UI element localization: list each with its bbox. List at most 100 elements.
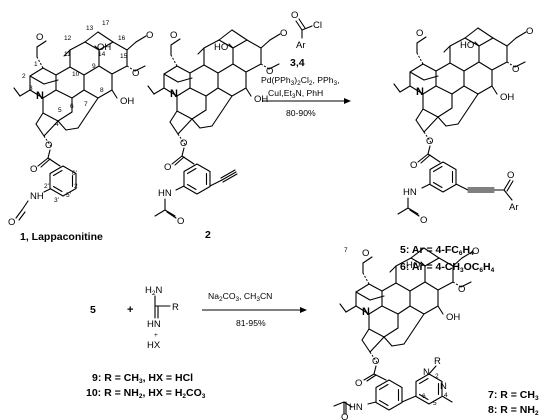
atom-o: O (426, 136, 433, 147)
atom-o: O (8, 217, 15, 228)
atom-o: O (132, 68, 139, 79)
atom-o: O (512, 64, 519, 75)
atom-ho: HO (214, 42, 228, 53)
atom-n: N (362, 306, 370, 318)
locant: 13 (86, 25, 94, 32)
locant: 5 (58, 107, 62, 114)
atom-hn: HN (403, 187, 417, 198)
compound-5-reactant-label: 5 (90, 304, 96, 316)
atom-o: O (458, 284, 465, 295)
atom-o: O (36, 32, 43, 43)
atom-o: O (526, 26, 533, 37)
reaction-1-yield: 80-90% (286, 108, 316, 118)
atom-ar: Ar (296, 40, 306, 51)
atom-hn: HN (349, 402, 363, 413)
atom-o: O (420, 215, 427, 226)
compound-8-label: 8: R = NH2 (488, 404, 539, 417)
compound-5-label: 5: Ar = 4-FC6H4 (400, 244, 474, 257)
atom-ho: HO (460, 40, 474, 51)
atom-oh: OH (97, 42, 111, 53)
compound-9-label: 9: R = CH3, HX = HCl (92, 372, 193, 385)
svg-text:Pd(PPh3)2Cl2, PPh3,: Pd(PPh3)2Cl2, PPh3, (261, 75, 340, 87)
atom-o: O (507, 170, 514, 181)
locant: 6 (422, 393, 426, 400)
acyl-chloride-structure: O Cl Ar (291, 10, 322, 51)
atom-o: O (266, 66, 273, 77)
locant: 5 (433, 400, 437, 407)
locant: 4 (444, 392, 448, 399)
atom-n: N (36, 90, 44, 102)
atom-o: O (362, 248, 369, 259)
svg-text:H2N: H2N (145, 285, 163, 297)
atom-n: N (440, 381, 447, 392)
locant: 6' (72, 170, 77, 177)
atom-ho: HO (406, 260, 420, 271)
atom-o: O (180, 138, 187, 149)
locant: 17 (102, 20, 110, 27)
atom-o: O (372, 356, 379, 367)
atom-r: R (434, 356, 441, 367)
locant: 10 (72, 71, 80, 78)
plus-sign: + (127, 304, 133, 316)
compound-34-label: 3,4 (290, 57, 305, 69)
atom-o: O (177, 216, 184, 227)
reaction-1-conditions: Pd(PPh3)2Cl2, PPh3, NaCuI,Et3N, PhH 80-9… (261, 75, 351, 118)
atom-o: O (472, 246, 479, 257)
atom-oh: OH (446, 312, 460, 323)
atom-hn: HN (147, 319, 161, 330)
atom-oh: OH (120, 96, 134, 107)
atom-o: O (146, 30, 153, 41)
locant: 3 (29, 85, 33, 92)
atom-oh: OH (500, 92, 514, 103)
locant: 1 (34, 61, 38, 68)
locant: 11 (64, 51, 71, 58)
locant: 2 (22, 73, 26, 80)
atom-o: O (291, 10, 298, 21)
compound-2-structure: O O O OH HO N O O HN O (147, 28, 287, 227)
locant: 12 (64, 35, 72, 42)
amidine-structure: H2N R HN + HX (145, 285, 179, 351)
atom-n: N (423, 367, 430, 378)
locant: 2 (435, 373, 439, 380)
locant: 14 (98, 51, 106, 58)
locant: 16 (118, 35, 126, 42)
locant: 15 (120, 53, 128, 60)
compound-7-label: 7: R = CH3 (488, 389, 539, 402)
locant: 7 (84, 101, 88, 108)
atom-o: O (355, 378, 362, 389)
locant: 9 (92, 63, 96, 70)
locant: 4 (55, 121, 59, 128)
svg-text:NaCuI,Et3N, PhH: NaCuI,Et3N, PhH (268, 88, 323, 100)
atom-n: N (170, 88, 178, 100)
compound-1-label: 1, Lappaconitine (20, 231, 103, 243)
atom-oh: OH (254, 94, 268, 105)
atom-hn: HN (158, 188, 172, 199)
locant: 3' (54, 197, 59, 204)
compound-78-structure: O O O OH HO N 7 O O HN O N N 2 4 5 6 R (333, 246, 479, 420)
svg-text:Na2CO3, CH3CN: Na2CO3, CH3CN (208, 291, 272, 303)
atom-ar: Ar (509, 202, 519, 213)
locant: 2 (74, 183, 78, 190)
compound-1-structure: O O O OH OH N O 1 2 3 4 5 6 7 8 9 10 11 … (8, 20, 153, 228)
plus-small: + (154, 332, 158, 339)
atom-o: O (341, 412, 348, 420)
locant: 6 (70, 103, 74, 110)
compound-2-label: 2 (205, 229, 211, 241)
reaction-2-yield: 81-95% (236, 318, 266, 328)
atom-r: R (172, 302, 179, 313)
locant: 8 (100, 87, 104, 94)
atom-cl: Cl (313, 20, 322, 31)
locant: 5' (66, 192, 71, 199)
locant: 7 (344, 247, 348, 254)
atom-o: O (280, 28, 287, 39)
atom-n: N (416, 86, 424, 98)
atom-o: O (45, 140, 52, 151)
atom-o: O (410, 160, 417, 171)
atom-nh: NH (30, 191, 44, 202)
reaction-2-conditions: Na2CO3, CH3CN 81-95% (202, 291, 307, 328)
atom-o: O (170, 30, 177, 41)
compound-10-label: 10: R = NH2, HX = H2CO3 (86, 387, 206, 400)
atom-o: O (164, 162, 171, 173)
atom-hx: HX (147, 340, 161, 351)
